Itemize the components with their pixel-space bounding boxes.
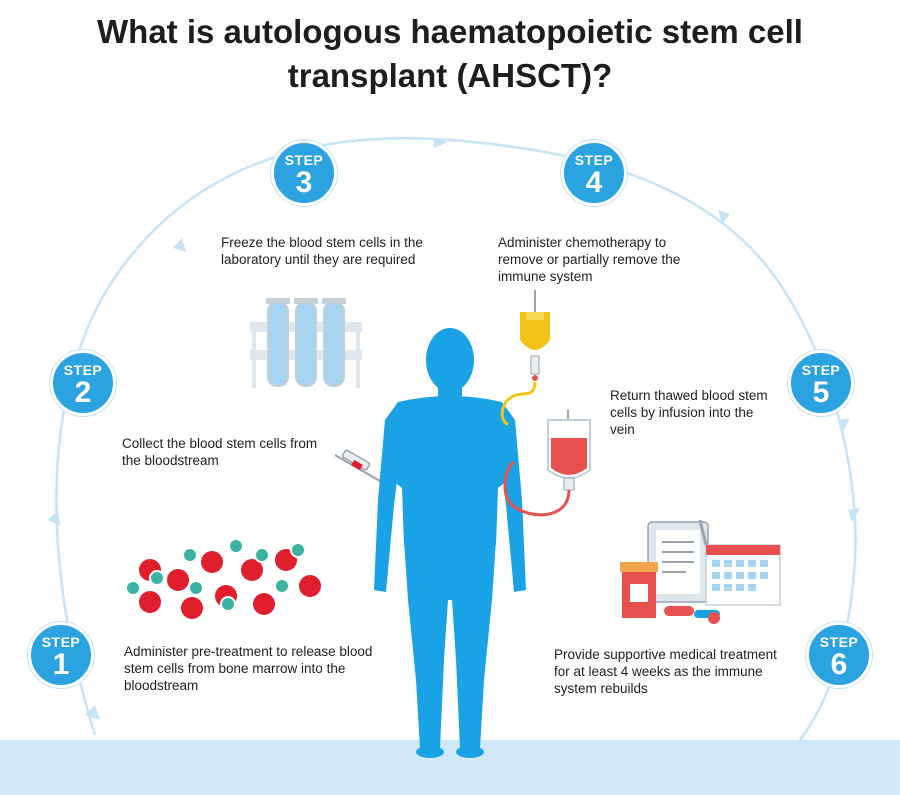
step-2-number: 2	[74, 376, 92, 409]
floor-band	[0, 740, 900, 795]
step-5-number: 5	[812, 376, 830, 409]
step-3-label: STEP	[284, 152, 324, 168]
medical-supplies-icon	[620, 519, 781, 624]
blood-bag-icon	[503, 410, 591, 517]
step-5-label: STEP	[801, 362, 841, 378]
step-4-number: 4	[585, 166, 603, 199]
step-5-description: Return thawed blood stem cells by infusi…	[610, 388, 768, 437]
cycle-arrowheads	[48, 138, 860, 720]
step-4-badge: STEP 4	[561, 140, 627, 206]
step-3-description: Freeze the blood stem cells in the labor…	[221, 235, 423, 267]
step-2-badge: STEP 2	[50, 350, 116, 416]
test-tubes-icon	[250, 298, 362, 388]
step-1-badge: STEP 1	[28, 622, 94, 688]
step-2-description: Collect the blood stem cells from the bl…	[122, 436, 318, 468]
step-6-number: 6	[830, 648, 848, 681]
step-1-label: STEP	[41, 634, 81, 650]
step-6-label: STEP	[819, 634, 859, 650]
chemotherapy-bag-icon	[500, 290, 550, 426]
step-4-label: STEP	[574, 152, 614, 168]
step-3-number: 3	[295, 166, 313, 199]
human-body-icon	[374, 328, 526, 758]
step-1-number: 1	[52, 648, 70, 681]
step-2-label: STEP	[63, 362, 103, 378]
blood-cells-icon	[125, 538, 321, 619]
step-3-badge: STEP 3	[271, 140, 337, 206]
step-4-description: Administer chemotherapy to remove or par…	[498, 235, 681, 284]
step-1-description: Administer pre-treatment to release bloo…	[124, 644, 373, 693]
page-title-line-1: What is autologous haematopoietic stem c…	[97, 13, 803, 50]
page-title-line-2: transplant (AHSCT)?	[287, 57, 613, 94]
step-5-badge: STEP 5	[788, 350, 854, 416]
step-6-badge: STEP 6	[806, 622, 872, 688]
step-6-description: Provide supportive medical treatment for…	[554, 647, 777, 696]
